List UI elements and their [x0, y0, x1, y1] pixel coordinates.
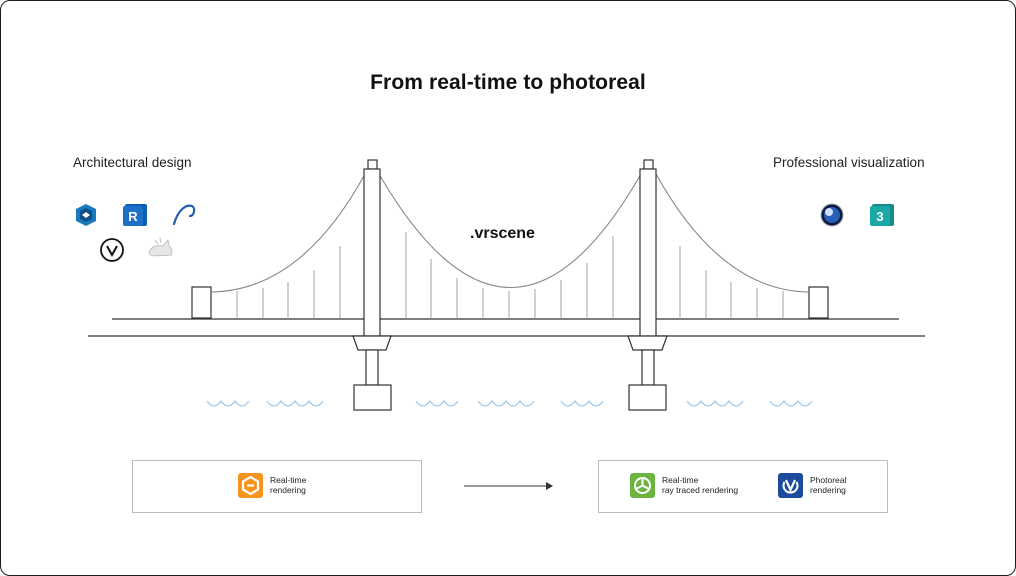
- realtime-rendering-line2: rendering: [270, 484, 306, 495]
- main-cables: [210, 173, 810, 293]
- realtime-rendering-item: Real-time rendering: [238, 473, 306, 498]
- svg-text:R: R: [128, 209, 138, 224]
- sketchup-icon: [74, 203, 98, 227]
- enscape-icon: [238, 473, 263, 498]
- archicad-icon: [172, 202, 196, 226]
- photoreal-rendering-line2: rendering: [810, 484, 846, 495]
- 3dsmax-icon: 3: [869, 202, 894, 226]
- realtime-rendering-line1: Real-time: [270, 475, 307, 485]
- svg-text:3: 3: [876, 209, 883, 224]
- cinema4d-icon: [819, 202, 844, 227]
- vray-icon: [778, 473, 803, 498]
- left-tower: [352, 159, 392, 411]
- professional-visualization-label: Professional visualization: [773, 155, 925, 170]
- target-rendering-box: Real-time ray traced rendering Photoreal…: [598, 460, 888, 513]
- revit-icon: R: [122, 202, 147, 226]
- rhino-icon: [146, 234, 173, 258]
- architectural-design-label: Architectural design: [73, 155, 192, 170]
- raytraced-rendering-line1: Real-time: [662, 475, 699, 485]
- flow-arrow: [464, 482, 553, 490]
- photoreal-rendering-item: Photoreal rendering: [778, 473, 846, 498]
- vrscene-format-label: .vrscene: [470, 225, 535, 242]
- right-tower: [627, 159, 668, 411]
- raytraced-rendering-item: Real-time ray traced rendering: [630, 473, 738, 498]
- water-waves: [206, 399, 813, 407]
- vectorworks-icon: [99, 237, 124, 262]
- vantage-icon: [630, 473, 655, 498]
- realtime-rendering-box: Real-time rendering: [132, 460, 422, 513]
- raytraced-rendering-line2: ray traced rendering: [662, 484, 739, 495]
- photoreal-rendering-line1: Photoreal: [810, 475, 847, 485]
- page-title: From real-time to photoreal: [370, 71, 646, 94]
- left-anchor-block: [191, 286, 212, 319]
- hangers: [236, 232, 784, 319]
- right-anchor-block: [808, 286, 829, 319]
